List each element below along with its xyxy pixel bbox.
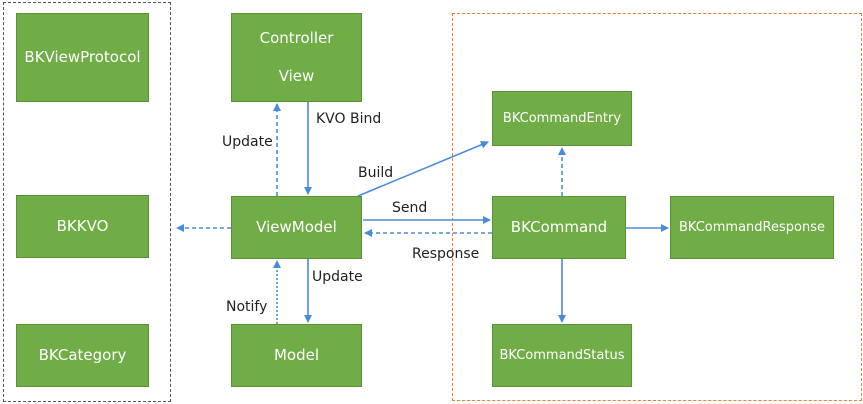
node-bk-command-response: BKCommandResponse <box>670 196 834 259</box>
node-controller-label: Controller <box>259 29 334 47</box>
edge-label-send: Send <box>392 200 428 216</box>
node-bk-command-response-label: BKCommandResponse <box>679 220 825 235</box>
edge-label-build: Build <box>358 165 394 181</box>
node-bk-view-protocol: BKViewProtocol <box>16 13 149 102</box>
edge-label-update-bottom: Update <box>312 269 363 285</box>
edge-label-kvo-bind: KVO Bind <box>316 111 382 127</box>
edge-label-update-top: Update <box>222 134 273 150</box>
node-bk-view-protocol-label: BKViewProtocol <box>24 48 141 66</box>
node-controller-view: Controller View <box>231 13 362 102</box>
node-view-model: ViewModel <box>231 196 362 259</box>
node-bk-command-status: BKCommandStatus <box>492 324 632 387</box>
node-view-model-label: ViewModel <box>256 218 337 236</box>
node-bk-command-label: BKCommand <box>510 218 608 236</box>
node-bkkvo: BKKVO <box>16 195 149 258</box>
node-bk-category: BKCategory <box>16 324 149 387</box>
right-group-frame <box>452 13 862 401</box>
node-model: Model <box>231 324 362 387</box>
node-bk-command-status-label: BKCommandStatus <box>499 348 625 363</box>
edge-label-response: Response <box>412 246 480 262</box>
node-bk-command: BKCommand <box>492 196 626 259</box>
node-model-label: Model <box>273 346 320 364</box>
node-bk-category-label: BKCategory <box>38 346 127 364</box>
arrow-build <box>357 140 489 197</box>
node-bk-command-entry: BKCommandEntry <box>492 91 632 146</box>
edge-label-notify: Notify <box>226 299 268 315</box>
left-group-frame <box>3 2 171 402</box>
node-bk-command-entry-label: BKCommandEntry <box>502 111 622 126</box>
node-view-label: View <box>278 67 315 85</box>
node-bkkvo-label: BKKVO <box>56 217 109 235</box>
